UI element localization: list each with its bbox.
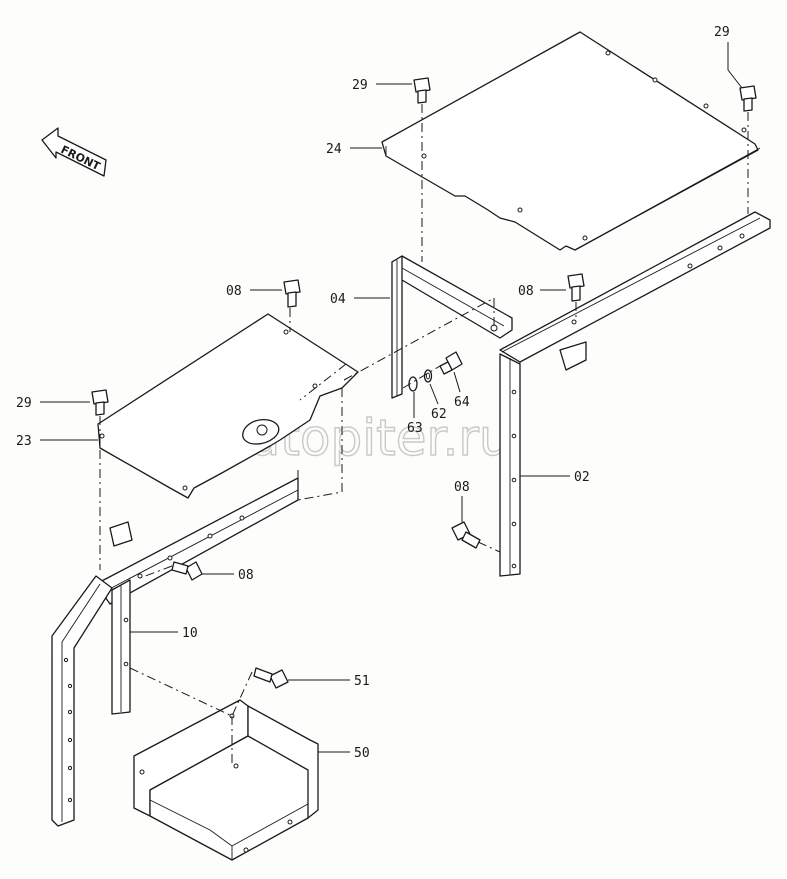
bolt-29-left-icon <box>91 389 109 416</box>
callout-29-top: 29 <box>352 78 368 93</box>
bolt-64-icon <box>439 351 463 375</box>
callout-64: 64 <box>454 395 470 410</box>
part-23-left-cover <box>97 313 359 499</box>
callout-62: 62 <box>431 407 447 422</box>
bolt-08-left-icon <box>171 561 203 581</box>
washer-62-icon <box>423 369 433 383</box>
bolt-29-top-icon <box>413 77 431 104</box>
bolt-08-right-icon <box>567 273 585 302</box>
callout-29-left: 29 <box>16 396 32 411</box>
part-24-top-cover <box>381 31 761 251</box>
part-04-frame <box>391 211 771 399</box>
callout-08-top: 08 <box>226 284 242 299</box>
bolt-icons <box>91 77 757 689</box>
callout-08-mid: 08 <box>454 480 470 495</box>
callout-23: 23 <box>16 434 32 449</box>
part-10-frame <box>51 477 299 827</box>
callout-24: 24 <box>326 142 342 157</box>
callout-50: 50 <box>354 746 370 761</box>
bolt-51-icon <box>253 667 289 689</box>
callout-08-left: 08 <box>238 568 254 583</box>
callout-08-right: 08 <box>518 284 534 299</box>
callout-02: 02 <box>574 470 590 485</box>
callout-51: 51 <box>354 674 370 689</box>
front-arrow-icon: FRONT <box>41 127 107 177</box>
callout-29-right: 29 <box>714 25 730 40</box>
leader-lines <box>40 42 743 753</box>
part-50-tray <box>133 699 319 861</box>
part-02-leg <box>499 353 521 577</box>
washer-icons <box>408 369 433 392</box>
callout-63: 63 <box>407 421 423 436</box>
callout-04: 04 <box>330 292 346 307</box>
callout-10: 10 <box>182 626 198 641</box>
callout-labels: 29 29 24 08 04 08 29 23 63 62 64 02 08 0… <box>16 25 730 761</box>
bolt-08-top-icon <box>283 279 301 308</box>
bolt-08-mid-icon <box>451 521 481 549</box>
bolt-29-right-icon <box>739 85 757 112</box>
assembly-lines <box>99 104 749 766</box>
